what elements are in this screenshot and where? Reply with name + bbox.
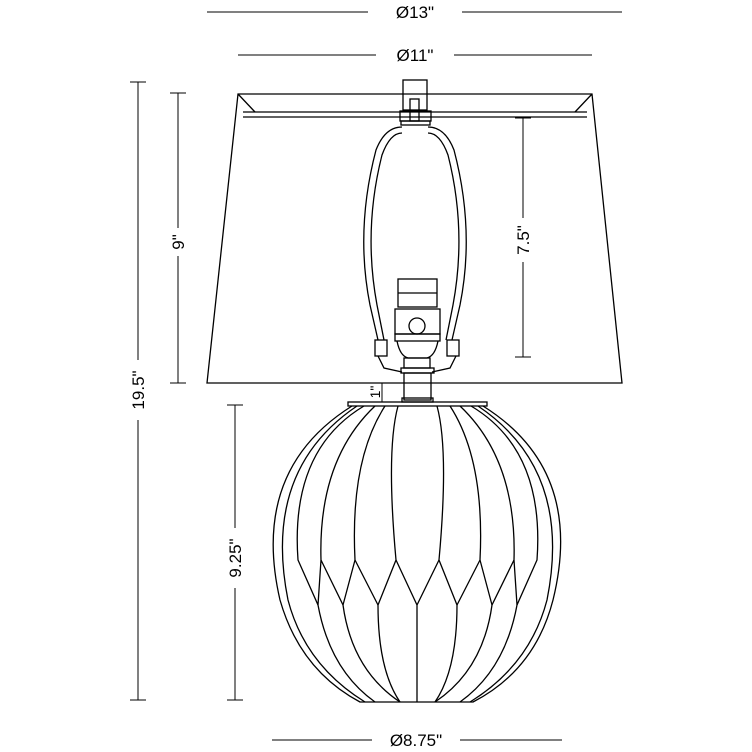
dim-overall-height: 19.5" <box>129 81 148 701</box>
dim-shade-bottom-diameter: Ø13" <box>207 3 622 22</box>
dim-neck-height: 1" <box>367 383 383 402</box>
dim-label: 9.25" <box>226 538 245 577</box>
dim-base-height: 9.25" <box>226 404 245 701</box>
lamp-shade <box>206 93 623 384</box>
harp <box>363 126 467 373</box>
dim-shade-top-diameter: Ø11" <box>238 46 592 65</box>
dim-label: 1" <box>367 386 383 399</box>
dim-label: 9" <box>169 234 188 250</box>
socket <box>394 278 441 374</box>
dim-label: 7.5" <box>514 225 533 255</box>
lamp-base <box>272 401 562 703</box>
dim-label: Ø13" <box>396 3 434 22</box>
dim-label: Ø11" <box>397 46 434 65</box>
dim-base-diameter: Ø8.75" <box>272 731 562 750</box>
dim-harp-height: 7.5" <box>514 117 533 358</box>
dim-label: Ø8.75" <box>390 731 442 750</box>
finial <box>399 79 432 126</box>
dim-label: 19.5" <box>129 370 148 409</box>
neck <box>401 372 434 403</box>
dim-shade-height: 9" <box>169 92 188 384</box>
